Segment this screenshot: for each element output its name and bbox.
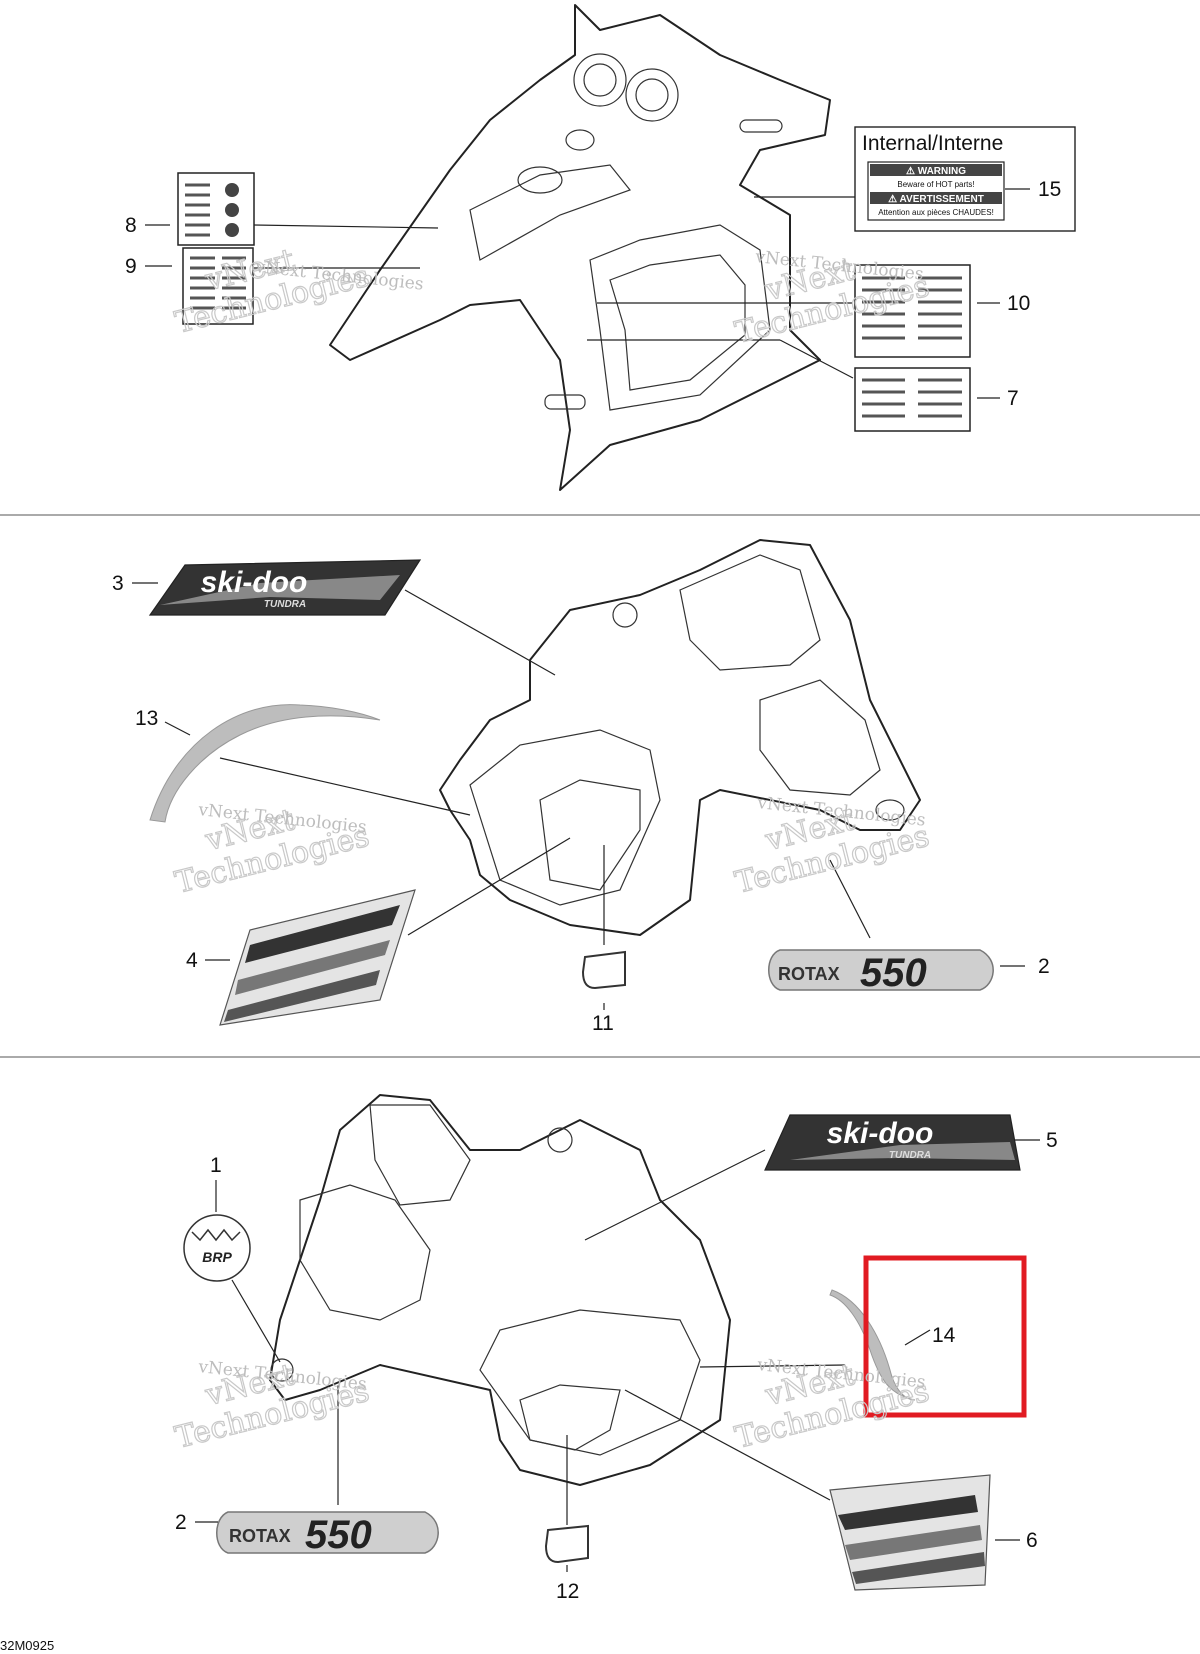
panel-2: ski-doo TUNDRA ROTAX 550 3: [112, 539, 1050, 1035]
decal-6: [829, 1474, 991, 1591]
callout-1: 1: [210, 1154, 222, 1177]
callout-14: 14: [932, 1324, 956, 1347]
leader-7b: [779, 339, 854, 379]
hood-side-left: [269, 1094, 731, 1486]
gauge-right-inner: [635, 78, 669, 112]
reflector-left: [544, 394, 586, 410]
decal-2-bottom-brand: ROTAX: [229, 1526, 291, 1546]
decal-4: [219, 889, 416, 1026]
decal-12: [544, 1524, 589, 1564]
leader-2b: [829, 859, 871, 939]
decal-2-bottom-num: 550: [305, 1513, 372, 1557]
decal-2-bottom: ROTAX 550: [216, 1511, 439, 1557]
highlight-box: [863, 1255, 1027, 1418]
callout-10: 10: [1007, 292, 1030, 315]
decal-3: ski-doo TUNDRA: [148, 559, 422, 616]
decal-14: [829, 1289, 916, 1401]
gauge-left: [573, 53, 627, 107]
callout-2-top: 2: [1038, 955, 1050, 978]
leader-14b: [699, 1364, 846, 1368]
inset-avert-text: Attention aux pièces CHAUDES!: [878, 208, 994, 217]
callout-12: 12: [556, 1580, 579, 1603]
hood-inner-line: [589, 224, 771, 411]
reflector-front-left: [270, 1358, 294, 1382]
decal-13: [149, 704, 381, 823]
internal-inset: Internal/Interne ⚠ WARNING Beware of HOT…: [854, 126, 1076, 232]
decal-5: ski-doo TUNDRA: [764, 1114, 1021, 1171]
side-panel-line-2: [539, 779, 641, 891]
leader-14: [904, 1329, 931, 1346]
decal-3-brand: ski-doo: [201, 566, 308, 599]
callout-6: 6: [1026, 1529, 1038, 1552]
leader-5b: [584, 1149, 766, 1241]
gauge-left-inner: [583, 63, 617, 97]
decal-10: [854, 264, 971, 358]
callout-8: 8: [125, 214, 137, 237]
gauge-right: [625, 68, 679, 122]
cap-left: [547, 1127, 573, 1153]
console-line: [469, 164, 631, 261]
side-panel-line: [469, 729, 661, 906]
leader-13: [164, 721, 191, 736]
callout-7: 7: [1007, 387, 1019, 410]
cap-right: [612, 602, 638, 628]
windshield-left: [369, 1104, 471, 1206]
reflector-right: [739, 119, 783, 133]
panel-1: Internal/Interne ⚠ WARNING Beware of HOT…: [125, 4, 1076, 491]
decal-9: [182, 247, 254, 325]
leader-8b: [253, 224, 439, 229]
decal-1: BRP: [183, 1214, 251, 1282]
inset-title: Internal/Interne: [862, 132, 1003, 155]
decal-7: [854, 367, 971, 432]
callout-13: 13: [135, 707, 158, 730]
panel-3: ski-doo TUNDRA BRP ROTAX 550: [175, 1094, 1058, 1603]
callout-11: 11: [592, 1012, 614, 1035]
side-panel-line-left-2: [519, 1384, 621, 1451]
decal-5-model: TUNDRA: [889, 1150, 931, 1161]
callout-5: 5: [1046, 1129, 1058, 1152]
leader-3b: [404, 589, 556, 676]
hood-side-right: [439, 539, 921, 936]
inset-avert: ⚠ AVERTISSEMENT: [888, 194, 984, 205]
decal-2-top: ROTAX 550: [768, 949, 994, 995]
inset-warning: ⚠ WARNING: [906, 166, 966, 177]
leader-6b: [624, 1389, 831, 1501]
leader-13b: [219, 757, 471, 816]
fuel-cap: [517, 166, 563, 194]
leader-1b: [231, 1279, 281, 1363]
headlight-right: [759, 679, 881, 796]
hood-rear-view: [329, 4, 831, 491]
decal-3-model: TUNDRA: [264, 599, 306, 610]
callout-15: 15: [1038, 178, 1061, 201]
callout-4: 4: [186, 949, 198, 972]
decal-11: [581, 950, 626, 990]
console-knob: [565, 129, 595, 151]
inset-warning-text: Beware of HOT parts!: [897, 180, 974, 189]
hood-inner-line-2: [609, 254, 746, 391]
windshield-right: [679, 554, 821, 671]
callout-2-bottom: 2: [175, 1511, 187, 1534]
drawing-code: 32M0925: [0, 1638, 54, 1653]
decal-5-brand: ski-doo: [827, 1117, 934, 1150]
reflector-side: [875, 799, 905, 821]
decal-2-top-brand: ROTAX: [778, 964, 840, 984]
callout-9: 9: [125, 255, 137, 278]
decal-8: [177, 172, 255, 246]
callout-3: 3: [112, 572, 124, 595]
leader-4b: [407, 837, 571, 936]
decal-2-top-num: 550: [860, 951, 927, 995]
decal-1-brp: BRP: [202, 1249, 232, 1265]
headlight-left: [299, 1184, 431, 1321]
